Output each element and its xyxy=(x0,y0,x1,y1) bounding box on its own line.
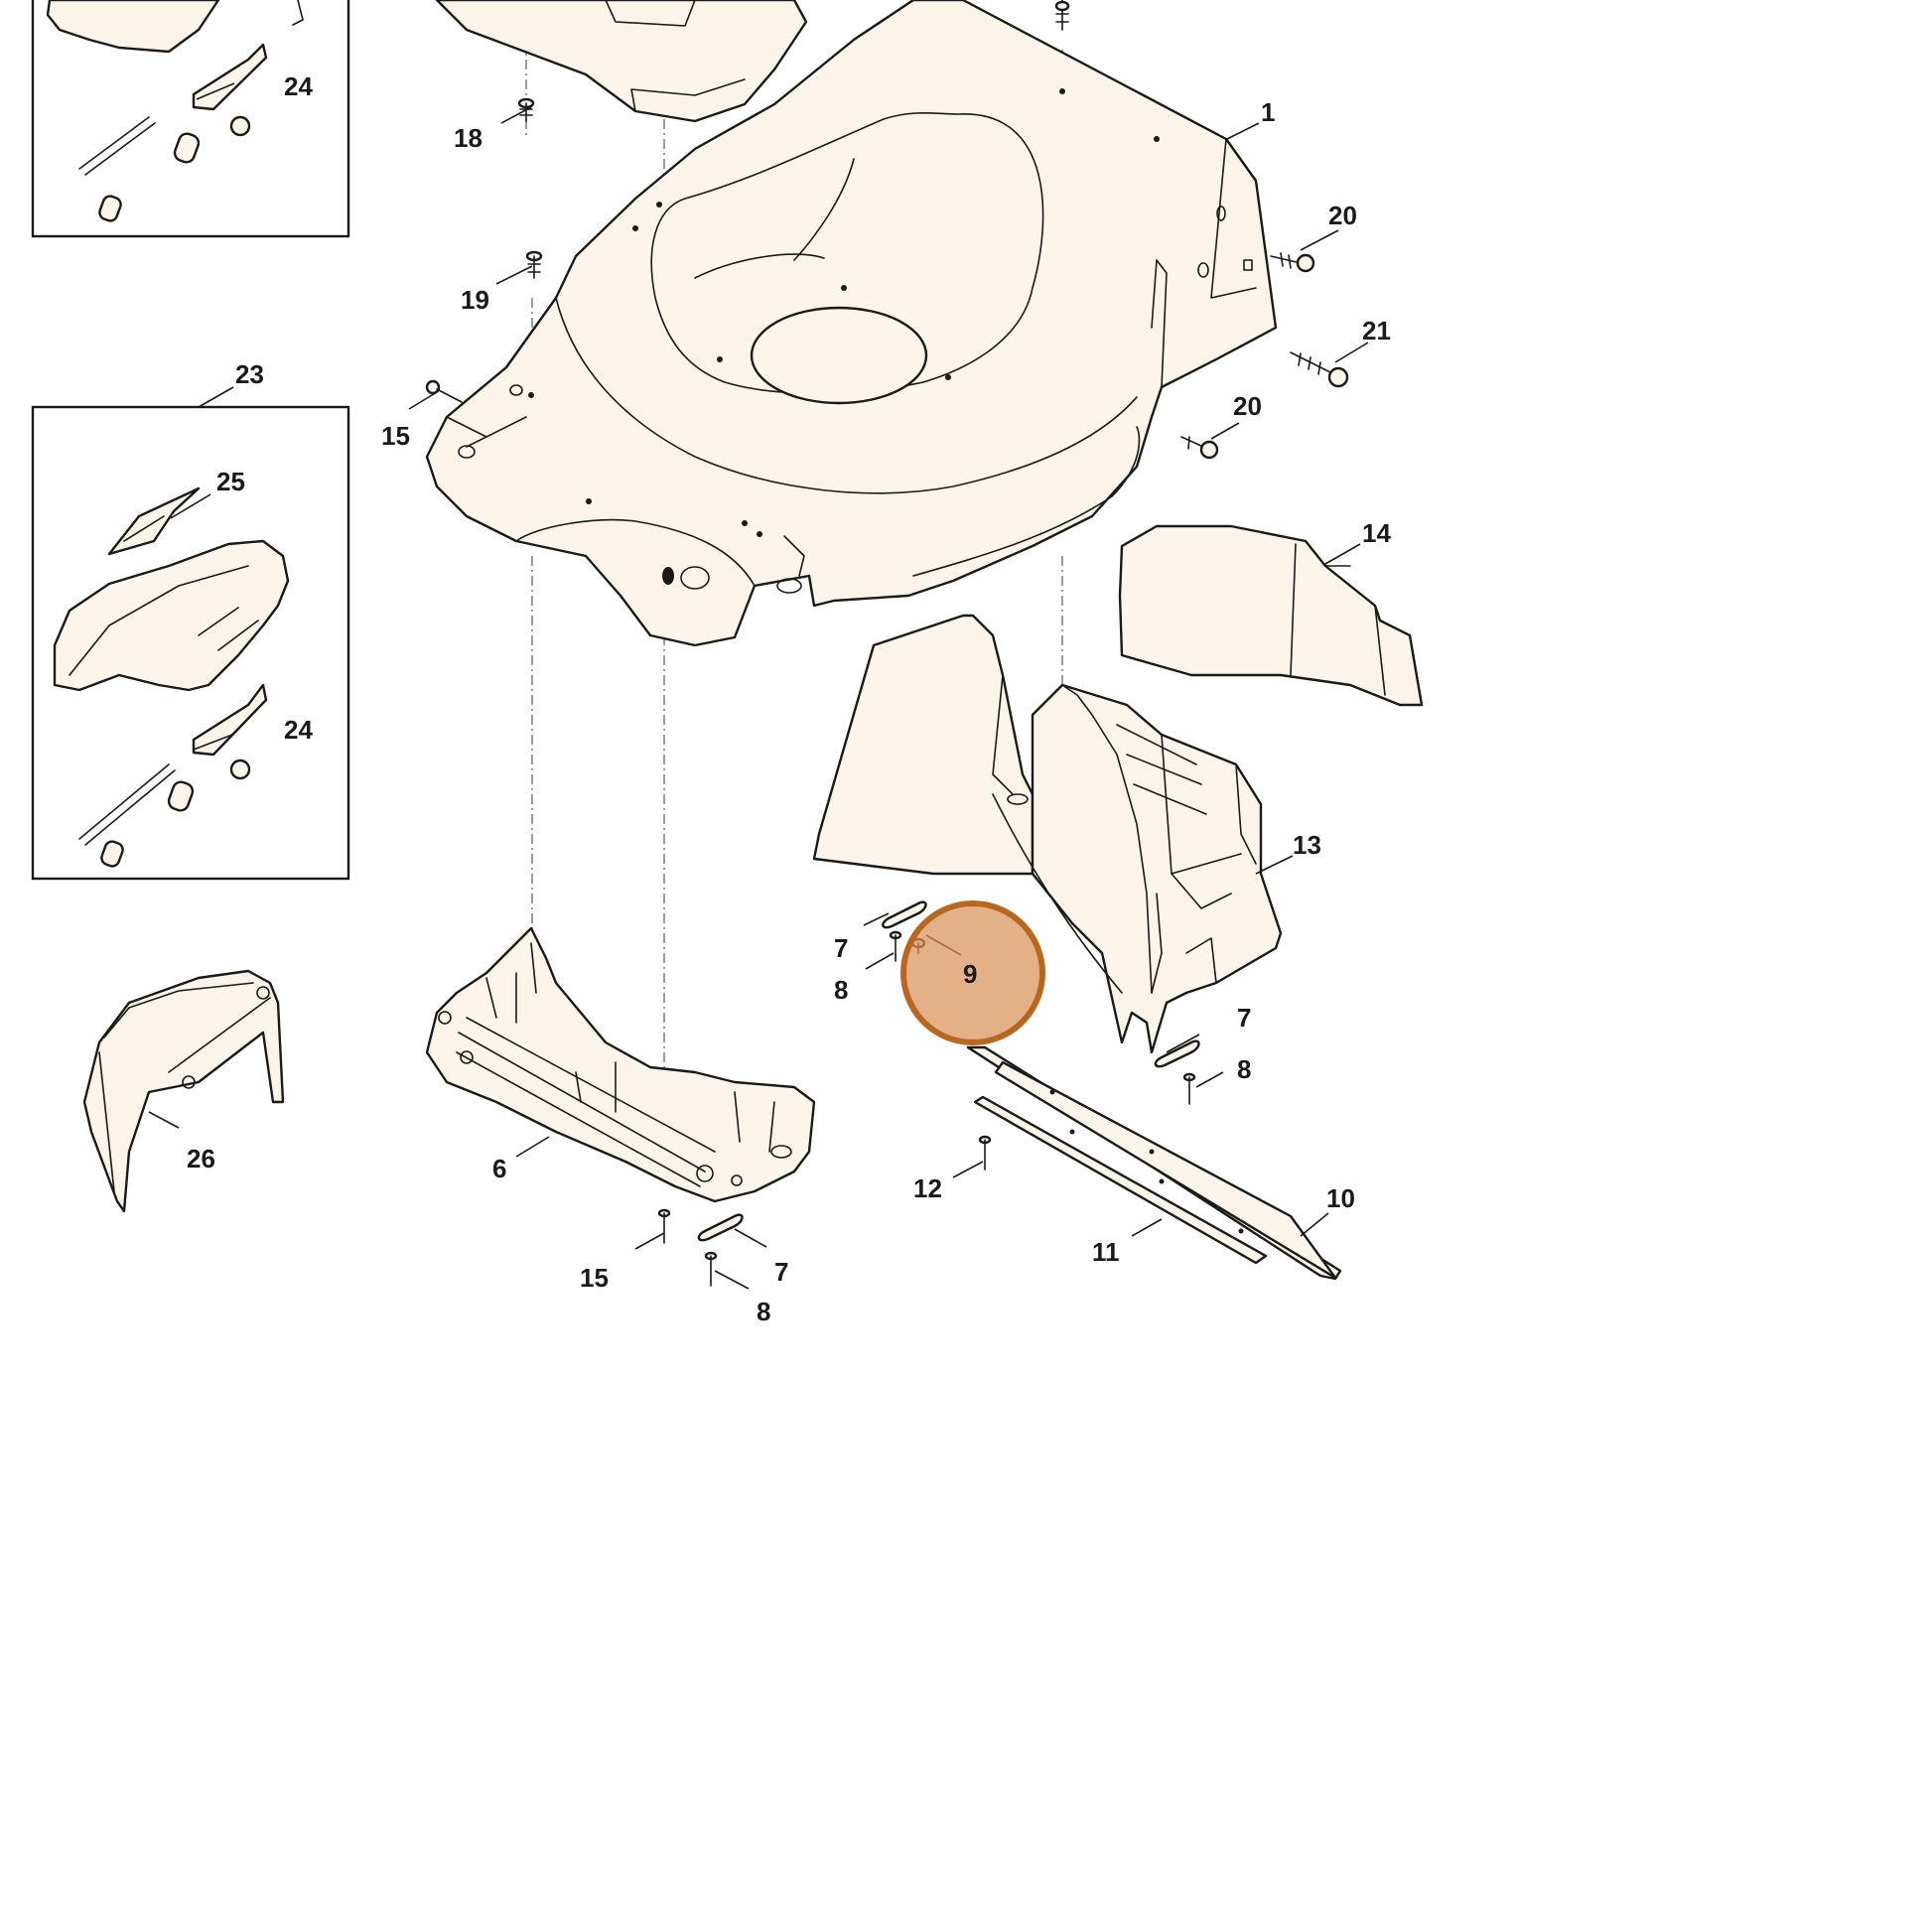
label-part-24-lower[interactable]: 24 xyxy=(284,715,313,745)
plate-7-bottom-icon xyxy=(697,1213,744,1242)
screw-top-icon xyxy=(1054,0,1070,31)
label-part-11[interactable]: 11 xyxy=(1092,1237,1120,1267)
highlight-circle-part-9[interactable] xyxy=(900,900,1045,1045)
mower-deck-housing xyxy=(425,0,1278,647)
label-part-1[interactable]: 1 xyxy=(1261,97,1275,127)
label-part-7-right[interactable]: 7 xyxy=(1237,1003,1251,1033)
screw-20-lower-icon xyxy=(1180,436,1219,460)
label-part-20-lower[interactable]: 20 xyxy=(1233,391,1262,421)
inset-box-23 xyxy=(31,405,350,881)
rear-guard-part xyxy=(82,969,285,1213)
label-part-24-upper[interactable]: 24 xyxy=(284,71,313,101)
strip-parts xyxy=(966,1045,1342,1281)
screw-15-bottom-icon xyxy=(657,1208,671,1244)
rear-axle-bracket-part xyxy=(425,926,816,1203)
label-part-12[interactable]: 12 xyxy=(913,1173,942,1203)
label-part-14[interactable]: 14 xyxy=(1362,518,1391,548)
rear-chute-part xyxy=(812,614,1283,1054)
label-part-7-upper[interactable]: 7 xyxy=(834,933,848,963)
screw-12-icon xyxy=(978,1135,992,1171)
label-part-13[interactable]: 13 xyxy=(1293,830,1321,860)
label-part-8-bottom[interactable]: 8 xyxy=(757,1297,770,1326)
upper-cover-part xyxy=(435,0,808,123)
label-part-8-upper[interactable]: 8 xyxy=(834,975,848,1005)
screw-21-icon xyxy=(1290,351,1349,388)
label-part-25[interactable]: 25 xyxy=(216,467,245,496)
label-part-8-right[interactable]: 8 xyxy=(1237,1054,1251,1084)
label-part-15-lower[interactable]: 15 xyxy=(580,1263,609,1293)
label-part-26[interactable]: 26 xyxy=(187,1144,215,1173)
inset-box-upper xyxy=(31,0,350,238)
label-part-15-upper[interactable]: 15 xyxy=(381,421,410,451)
part-labels: 1 18 19 15 20 21 20 14 13 23 24 25 24 26… xyxy=(187,71,1391,1326)
label-part-21[interactable]: 21 xyxy=(1362,316,1391,345)
screw-8-bottom-icon xyxy=(704,1251,718,1287)
plate-7-right-icon xyxy=(1154,1039,1200,1068)
label-part-23[interactable]: 23 xyxy=(235,359,264,389)
label-part-7-bottom[interactable]: 7 xyxy=(774,1257,788,1287)
screw-15-top-icon xyxy=(425,379,463,403)
label-part-9[interactable]: 9 xyxy=(963,959,977,989)
screw-18-icon xyxy=(517,97,535,122)
side-shield-part xyxy=(1118,524,1424,707)
label-part-6[interactable]: 6 xyxy=(492,1154,506,1183)
screw-8-right-icon xyxy=(1182,1072,1196,1105)
screw-19-icon xyxy=(525,250,543,279)
label-part-10[interactable]: 10 xyxy=(1326,1183,1355,1213)
label-part-20-upper[interactable]: 20 xyxy=(1328,201,1357,230)
plate-7-upper-icon xyxy=(882,900,927,929)
label-part-19[interactable]: 19 xyxy=(461,285,489,315)
screw-8-upper-icon xyxy=(889,930,902,962)
label-part-18[interactable]: 18 xyxy=(454,123,483,153)
fasteners xyxy=(425,0,1349,1287)
screw-20-upper-icon xyxy=(1270,252,1315,273)
